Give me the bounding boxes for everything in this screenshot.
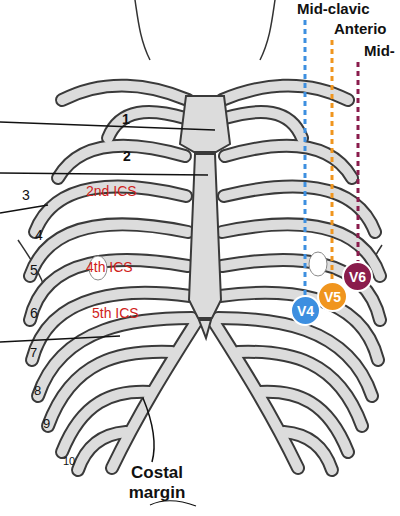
anterior-axillary-line (331, 40, 334, 285)
line-name: Mid- (364, 42, 395, 59)
rib-number: 6 (30, 305, 38, 321)
ics-label: 5th ICS (92, 305, 139, 321)
electrode-circle: V6 (342, 261, 373, 292)
ics-label: 4th ICS (86, 259, 133, 275)
rib-number: 8 (34, 384, 41, 399)
right-ribs (214, 86, 380, 470)
leader-line (0, 205, 48, 213)
rib-number: 3 (22, 187, 30, 203)
leader-line (143, 398, 154, 462)
electrode-label: V4 (297, 304, 314, 318)
electrode-label: V6 (349, 270, 366, 284)
rib-number: 4 (35, 227, 43, 243)
rib-number: 2 (123, 148, 131, 164)
leader-line (0, 173, 208, 175)
ics-label: 2nd ICS (86, 183, 137, 199)
neck-outline (260, 0, 275, 60)
mid-axillary-line (357, 62, 360, 265)
rib-number: 7 (30, 346, 37, 361)
rib-number: 5 (30, 262, 38, 278)
leader-line (0, 122, 215, 130)
electrode-circle: V5 (317, 281, 348, 312)
manubrium (180, 96, 230, 152)
costal-margin-label: Costal margin (112, 463, 202, 502)
rib-number: 9 (43, 417, 50, 432)
electrode-label: V5 (324, 290, 341, 304)
midclavicular-line (304, 20, 307, 300)
line-name: Mid-clavic (297, 0, 370, 17)
leader-line (0, 336, 120, 342)
nipple (309, 252, 327, 276)
sternum-body (189, 154, 221, 318)
rib-number: 10 (63, 455, 75, 468)
left-ribs (30, 86, 196, 470)
line-name: Anterio (334, 20, 387, 37)
rib-number: 1 (122, 111, 130, 127)
neck-outline (135, 0, 150, 60)
xiphoid (199, 320, 211, 338)
